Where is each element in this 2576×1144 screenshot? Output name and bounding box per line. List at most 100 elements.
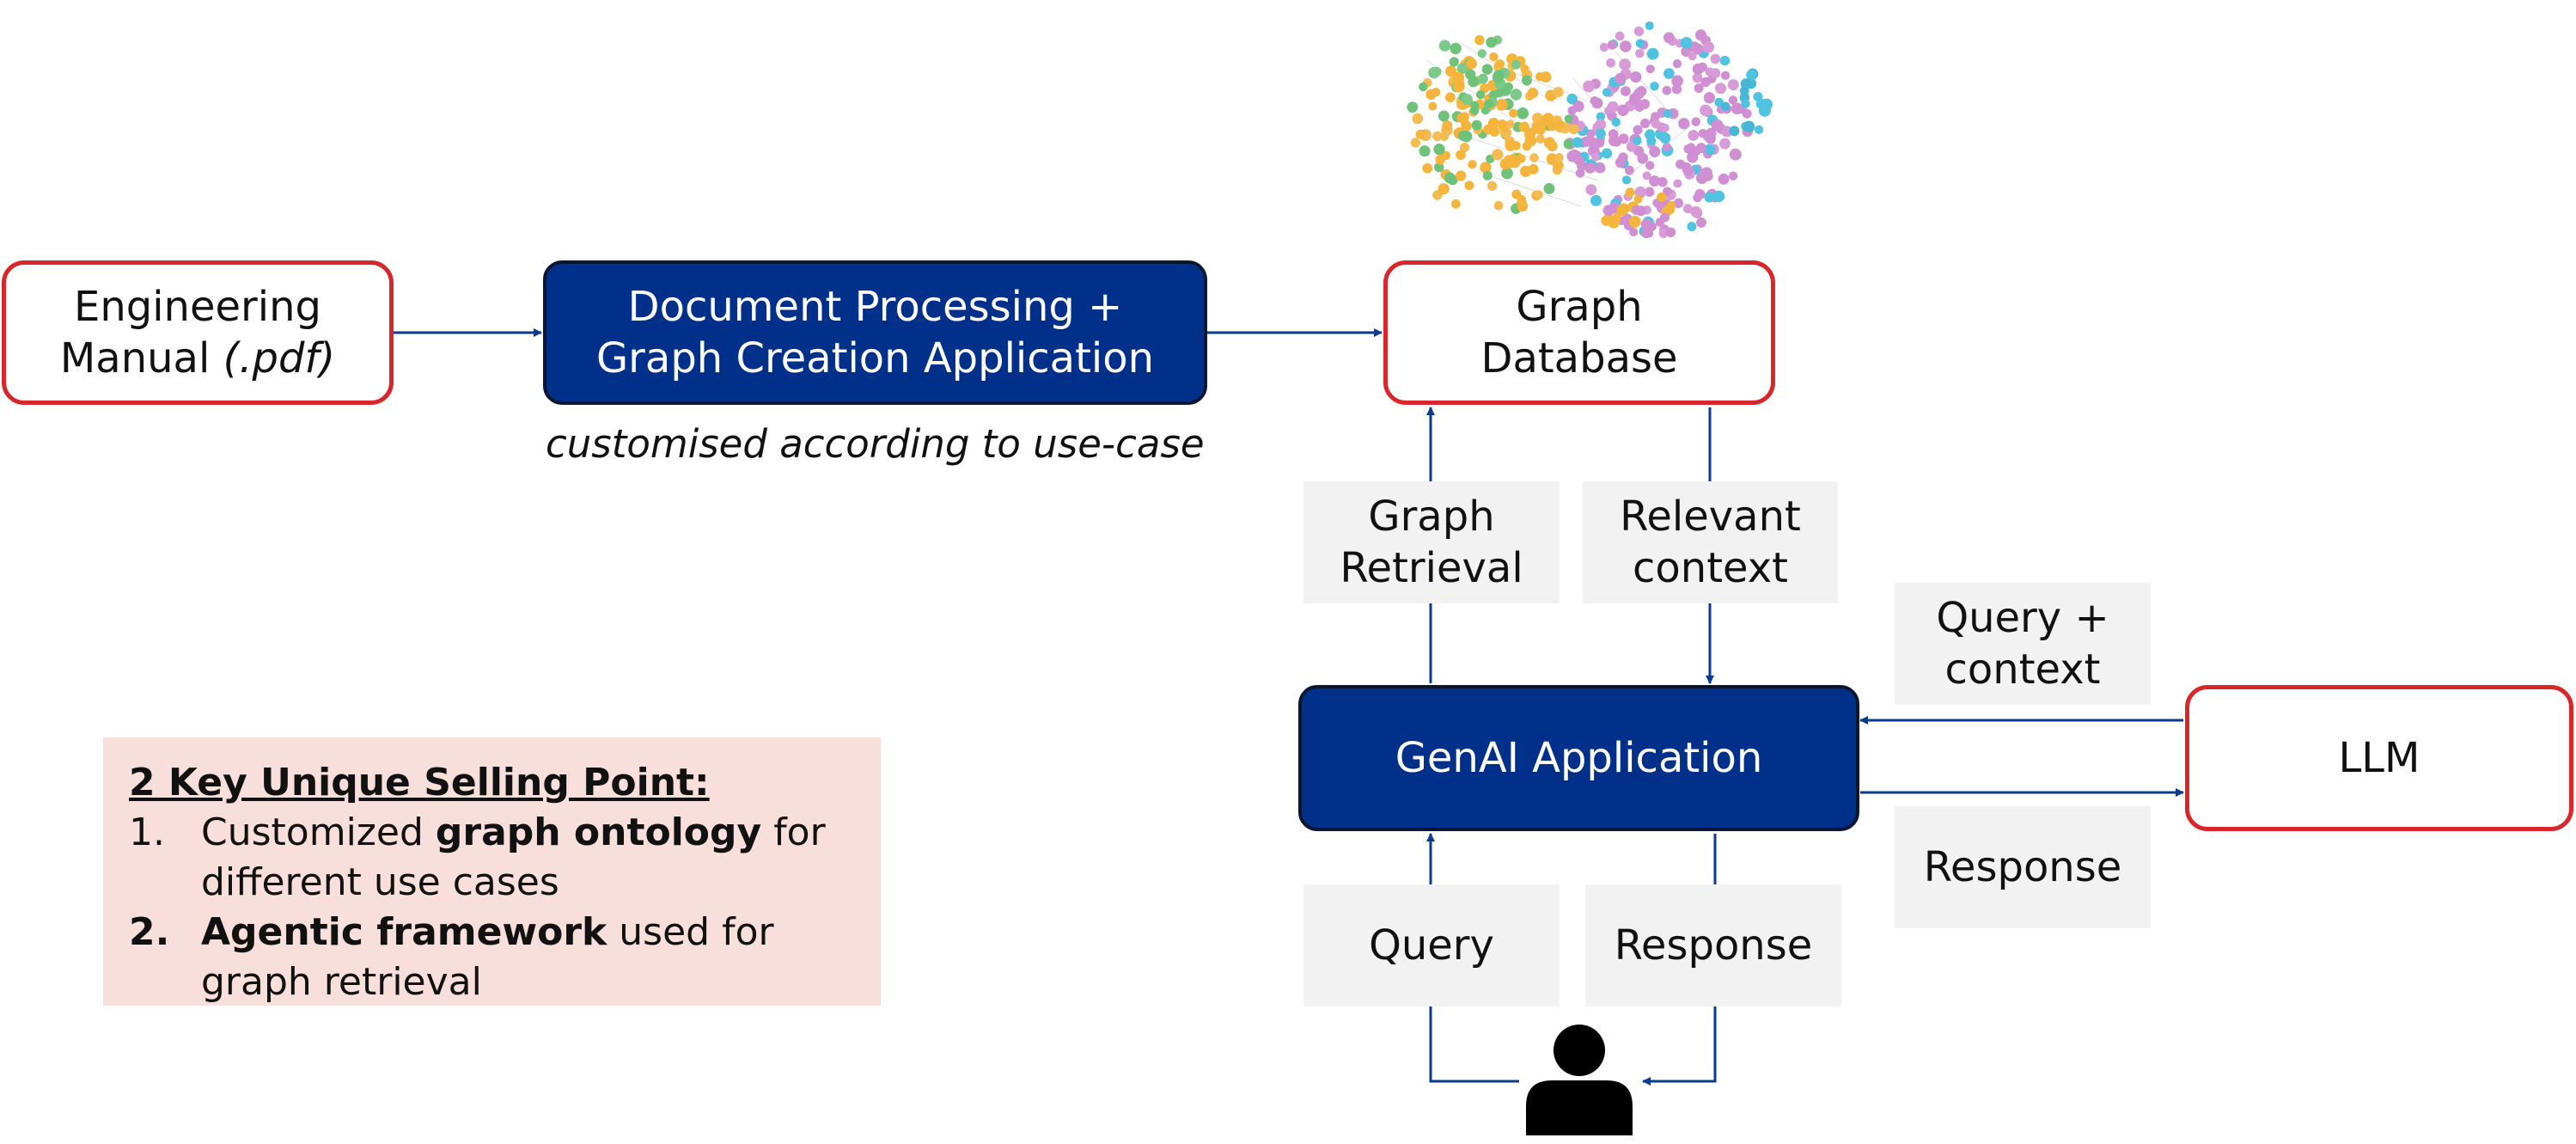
graph-node-dot — [1693, 193, 1702, 203]
graph-node-dot — [1635, 49, 1645, 58]
usp-item-2-cont: graph retrieval — [201, 960, 482, 1005]
graph-node-dot — [1700, 104, 1712, 117]
graph-node-dot — [1540, 71, 1552, 83]
graph-node-dot — [1700, 167, 1712, 179]
graph-node-dot — [1672, 58, 1682, 69]
graph-node-dot — [1615, 31, 1625, 41]
graph-node-dot — [1607, 101, 1619, 113]
graph-node-dot — [1517, 194, 1526, 205]
graph-node-dot — [1470, 101, 1480, 110]
graph-node-dot — [1663, 32, 1675, 44]
graph-node-dot — [1445, 65, 1457, 77]
graph-node-dot — [1535, 120, 1544, 130]
graph-node-dot — [1601, 215, 1613, 226]
graph-node-dot — [1419, 82, 1428, 92]
graph-node-dot — [1642, 171, 1651, 180]
graph-node-dot — [1543, 182, 1555, 194]
graph-node-dot — [1662, 142, 1672, 152]
graph-node-dot — [1468, 76, 1480, 88]
graph-node-dot — [1692, 63, 1704, 75]
graph-node-dot — [1659, 212, 1670, 223]
graph-node-dot — [1663, 204, 1676, 215]
graph-node-dot — [1477, 73, 1488, 84]
usp-item-2: 2. Agentic framework used for graph retr… — [129, 908, 855, 1007]
graph-node-dot — [1662, 85, 1672, 95]
graph-node-dot — [1657, 177, 1668, 187]
graph-node-dot — [1428, 66, 1440, 79]
graph-node-dot — [1487, 117, 1499, 130]
graph-node-dot — [1484, 99, 1494, 109]
graph-node-dot — [1635, 39, 1645, 48]
graph-node-dot — [1456, 63, 1468, 75]
manual-extension: (.pdf) — [223, 334, 336, 382]
graph-node-dot — [1728, 95, 1738, 105]
graph-node-dot — [1449, 57, 1459, 67]
graph-node-dot — [1712, 190, 1725, 203]
user-query-label: Query — [1303, 884, 1560, 1006]
graph-node-dot — [1729, 125, 1740, 137]
processing-line2: Graph Creation Application — [595, 334, 1155, 382]
graph-retrieval-line1: Graph — [1368, 492, 1495, 541]
graph-node-dot — [1711, 119, 1724, 132]
graph-node-dot — [1494, 59, 1505, 70]
graph-node-dot — [1659, 132, 1671, 144]
graph-node-dot — [1505, 139, 1517, 151]
graph-node-dot — [1438, 40, 1451, 52]
graph-node-dot — [1584, 162, 1596, 174]
graph-node-dot — [1568, 124, 1579, 135]
graph-node-dot — [1625, 187, 1635, 198]
relevant-context-line2: context — [1633, 544, 1788, 592]
graph-node-dot — [1621, 175, 1632, 185]
usp-item-2-bold: Agentic framework — [201, 910, 607, 955]
graph-node-dot — [1456, 170, 1467, 181]
graph-node-dot — [1468, 159, 1477, 169]
graph-node-dot — [1438, 110, 1450, 122]
graph-node-dot — [1595, 128, 1606, 139]
graph-node-dot — [1678, 118, 1690, 130]
graph-node-dot — [1501, 167, 1513, 180]
genai-application-node: GenAI Application — [1298, 685, 1859, 831]
graph-node-dot — [1719, 55, 1731, 66]
user-person-icon — [1526, 1025, 1633, 1135]
graph-node-dot — [1510, 89, 1523, 101]
graph-node-dot — [1432, 131, 1443, 142]
graph-node-dot — [1754, 125, 1764, 135]
graph-node-dot — [1628, 216, 1641, 228]
graph-node-dot — [1651, 119, 1661, 129]
llm-response-label: Response — [1895, 806, 2151, 928]
graph-node-dot — [1492, 149, 1504, 161]
graph-node-dot — [1633, 194, 1643, 204]
graph-node-dot — [1439, 132, 1450, 141]
graph-node-dot — [1591, 152, 1601, 162]
graph-node-dot — [1572, 137, 1583, 148]
graph-node-dot — [1704, 192, 1715, 203]
graph-node-dot — [1527, 88, 1539, 99]
graph-node-dot — [1486, 36, 1497, 48]
document-processing-node: Document Processing + Graph Creation App… — [543, 260, 1207, 405]
processing-line1: Document Processing + — [627, 283, 1123, 331]
relevant-context-label: Relevant context — [1583, 481, 1838, 603]
graph-node-dot — [1459, 143, 1470, 153]
graph-node-dot — [1462, 94, 1473, 106]
genai-label: GenAI Application — [1395, 734, 1763, 782]
graph-node-dot — [1645, 129, 1656, 140]
graph-node-dot — [1658, 229, 1669, 238]
usp-item-1: 1. Customized graph ontology for differe… — [129, 808, 855, 908]
graph-node-dot — [1475, 89, 1486, 100]
graph-node-dot — [1520, 64, 1529, 74]
usp-item-1-bold: graph ontology — [435, 811, 762, 855]
graph-node-dot — [1460, 130, 1473, 143]
graph-retrieval-label: Graph Retrieval — [1303, 481, 1560, 603]
graph-node-dot — [1492, 70, 1504, 81]
graph-node-dot — [1645, 187, 1655, 197]
usp-item-1-cont: different use cases — [201, 860, 559, 905]
usp-title: 2 Key Unique Selling Point: — [129, 761, 710, 804]
graph-node-dot — [1746, 70, 1757, 81]
graph-node-dot — [1450, 42, 1462, 55]
graph-node-dot — [1594, 119, 1607, 131]
graph-node-dot — [1509, 108, 1518, 119]
graph-node-dot — [1631, 205, 1641, 215]
graph-node-dot — [1687, 222, 1697, 232]
graph-node-dot — [1566, 93, 1578, 105]
graph-node-dot — [1452, 71, 1465, 84]
